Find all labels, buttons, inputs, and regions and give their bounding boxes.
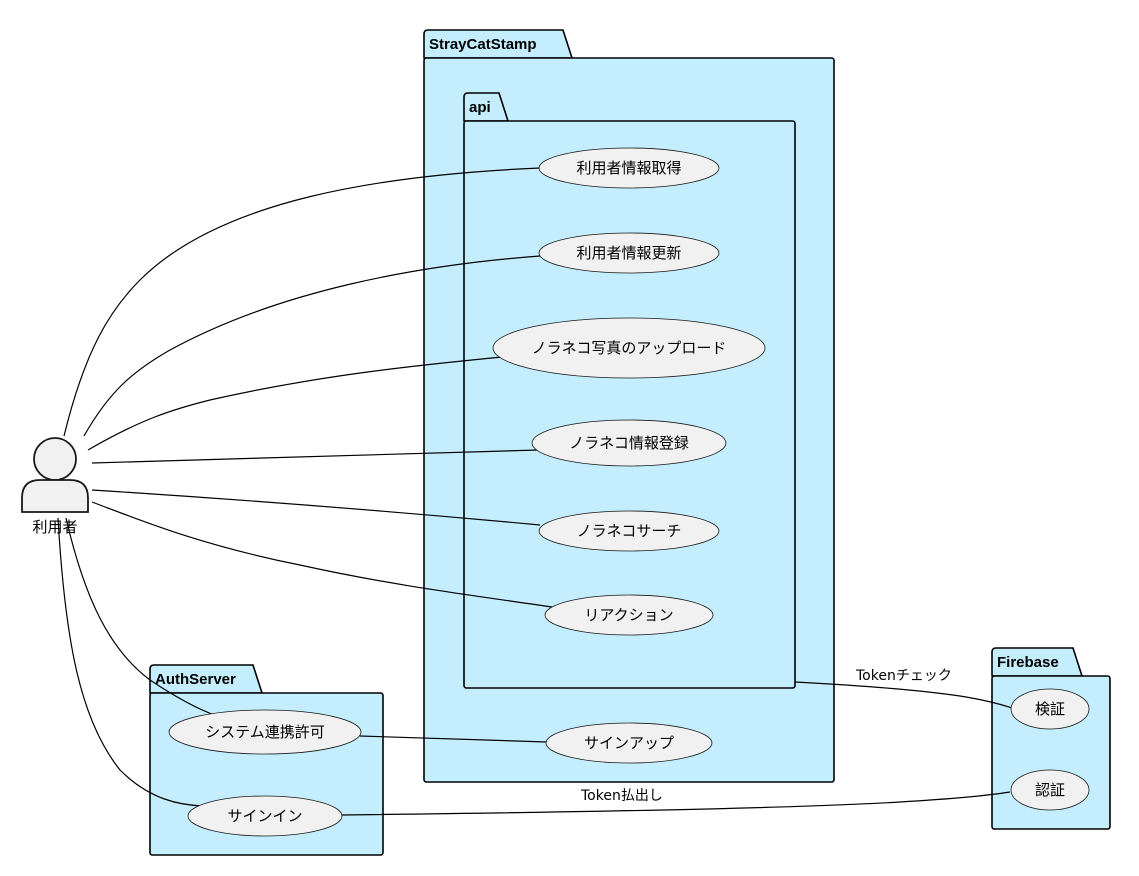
usecase-authenticate: 認証 xyxy=(1010,769,1090,811)
usecase-signup-label: サインアップ xyxy=(584,734,674,752)
usecase-update-user-info: 利用者情報更新 xyxy=(538,232,720,274)
usecase-verify: 検証 xyxy=(1010,688,1090,730)
edge-actor-signin xyxy=(57,517,204,807)
usecase-update-user-info-label: 利用者情報更新 xyxy=(576,244,681,262)
user-icon xyxy=(21,437,89,513)
edge-actor-get-user-info xyxy=(63,167,541,437)
package-api-title: api xyxy=(469,99,491,116)
usecase-register-cat-label: ノラネコ情報登録 xyxy=(569,434,689,452)
usecase-upload-photo: ノラネコ写真のアップロード xyxy=(492,317,766,379)
usecase-reaction: リアクション xyxy=(544,594,714,636)
usecase-cat-search: ノラネコサーチ xyxy=(538,510,720,552)
package-api: api xyxy=(463,92,796,689)
edge-signin-authenticate xyxy=(341,791,1011,816)
edge-actor-update-user-info xyxy=(83,255,541,437)
actor-user: 利用者 xyxy=(21,437,89,536)
usecase-get-user-info-label: 利用者情報取得 xyxy=(576,159,681,177)
edge-actor-register-cat xyxy=(91,449,539,464)
usecase-authenticate-label: 認証 xyxy=(1035,781,1065,799)
usecase-reaction-label: リアクション xyxy=(584,606,673,624)
usecase-get-user-info: 利用者情報取得 xyxy=(538,147,720,189)
usecase-signin: サインイン xyxy=(187,795,343,837)
usecase-system-link-label: システム連携許可 xyxy=(205,723,325,741)
edge-system-link-signup xyxy=(359,735,548,743)
package-authserver-title: AuthServer xyxy=(155,671,236,688)
edge-label-token-check: Tokenチェック xyxy=(855,668,952,684)
edge-label-token-issue: Token払出し xyxy=(580,788,663,804)
edge-actor-reaction xyxy=(91,501,553,608)
edge-actor-upload-photo xyxy=(87,356,503,451)
usecase-system-link: システム連携許可 xyxy=(168,709,362,755)
edge-actor-system-link xyxy=(65,517,218,717)
actor-user-label: 利用者 xyxy=(32,518,77,536)
edge-api-verify xyxy=(794,681,1013,709)
edges: Tokenチェック Token払出し xyxy=(57,167,1013,816)
package-straycatstamp-title: StrayCatStamp xyxy=(429,36,537,53)
usecase-register-cat: ノラネコ情報登録 xyxy=(531,419,727,467)
usecase-signin-label: サインイン xyxy=(227,807,302,825)
usecase-signup: サインアップ xyxy=(545,722,713,764)
package-firebase-title: Firebase xyxy=(997,654,1059,671)
usecase-upload-photo-label: ノラネコ写真のアップロード xyxy=(532,339,727,357)
usecase-verify-label: 検証 xyxy=(1035,700,1065,718)
edge-actor-cat-search xyxy=(91,489,541,526)
usecase-cat-search-label: ノラネコサーチ xyxy=(577,522,682,540)
